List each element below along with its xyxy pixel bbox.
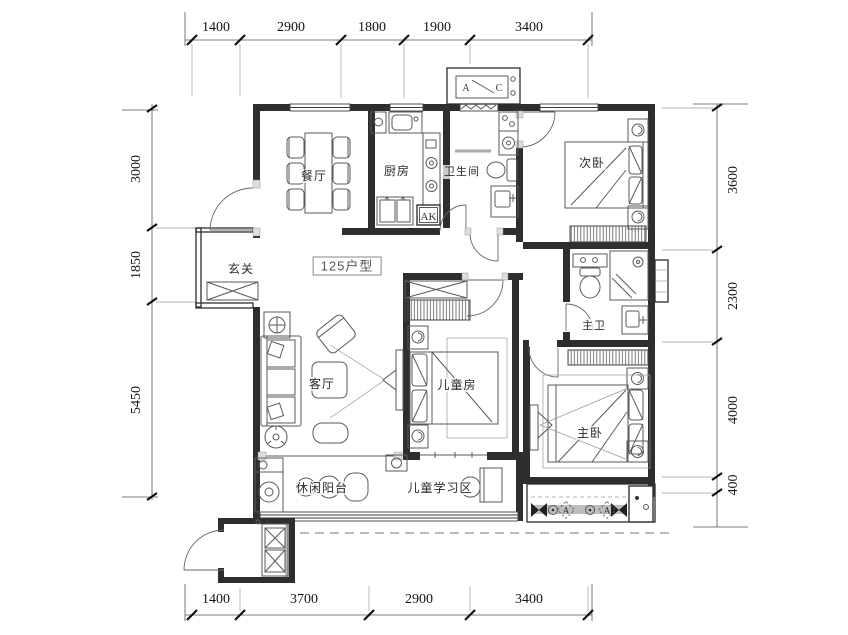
- dim-bottom-4: 3400: [515, 592, 543, 607]
- doors: [209, 110, 594, 378]
- kids-wardrobe: [404, 280, 471, 321]
- balcony-sliding-track: [257, 451, 403, 461]
- washer-balcony: [254, 471, 284, 513]
- pipe-strip: [526, 483, 656, 523]
- toilet-icon-master: [579, 267, 601, 299]
- ac-platform: [446, 67, 521, 105]
- rug: [312, 422, 349, 444]
- floor-lamp: [264, 425, 288, 449]
- kids-bedroom-door: [461, 272, 509, 317]
- dim-left-3: 5450: [129, 386, 144, 414]
- valve-left: [531, 503, 547, 517]
- entry-door: [209, 179, 261, 237]
- kitchen-furniture: [370, 111, 441, 226]
- bathroom-fixtures: [455, 111, 519, 218]
- bath-vanity: [490, 185, 519, 218]
- kids-bedroom-furniture: [407, 325, 508, 449]
- dining-chairs: [286, 136, 351, 211]
- balcony-window-band: [259, 511, 519, 522]
- water-heater: [255, 519, 289, 577]
- master-bathroom-fixtures: [572, 250, 669, 335]
- meter-box: [628, 485, 654, 523]
- washing-machine: [498, 130, 519, 156]
- dim-top-2: 2900: [277, 20, 305, 35]
- unit-type-label: 125户型: [312, 256, 382, 276]
- dim-right-3: 4000: [726, 396, 741, 424]
- dim-top-3: 1800: [358, 20, 386, 35]
- bed: [564, 141, 649, 209]
- dining-window: [289, 103, 351, 112]
- windows: [257, 103, 599, 522]
- entry-shoe-cabinet: [206, 281, 259, 301]
- bathroom-door: [464, 227, 504, 262]
- room-label-dining: 餐厅: [299, 169, 329, 183]
- kitchen-window: [389, 103, 424, 112]
- shower: [609, 250, 649, 301]
- tv-living: [329, 344, 404, 419]
- room-label-living: 客厅: [307, 377, 337, 391]
- wardrobe-second-bedroom: [569, 225, 647, 243]
- dim-right-2: 2300: [726, 282, 741, 310]
- pipe-marker-2: A: [604, 506, 611, 516]
- room-label-entry: 玄关: [226, 262, 256, 276]
- armchair: [316, 314, 356, 354]
- toilet-icon: [486, 158, 518, 182]
- room-label-study-area: 儿童学习区: [406, 481, 474, 495]
- room-label-master-bathroom: 主卫: [581, 319, 607, 333]
- master-bedroom-door: [528, 347, 559, 378]
- tv-master: [529, 387, 629, 461]
- ac-unit-letter-c: C: [496, 83, 503, 94]
- room-label-kids-bedroom: 儿童房: [436, 378, 478, 392]
- second-bedroom-door: [515, 110, 556, 149]
- dim-top-1: 1400: [202, 20, 230, 35]
- pipe-marker-1: A: [563, 506, 570, 516]
- bed-master: [547, 384, 644, 463]
- bed-kids: [409, 351, 499, 425]
- balcony-furniture: [254, 454, 408, 513]
- study-sliding-track: [420, 452, 487, 458]
- study-furniture: [460, 467, 503, 503]
- dim-left-2: 1850: [129, 251, 144, 279]
- dim-top-4: 1900: [423, 20, 451, 35]
- master-vanity: [621, 305, 649, 335]
- dimension-lines: [122, 12, 748, 621]
- master-bedroom-furniture: [529, 349, 651, 469]
- kitchen-door: [439, 204, 467, 232]
- sofa: [260, 335, 302, 427]
- dim-bottom-1: 1400: [202, 592, 230, 607]
- dim-top-5: 3400: [515, 20, 543, 35]
- wardrobe-master: [567, 349, 649, 366]
- dim-bottom-3: 2900: [405, 592, 433, 607]
- room-label-bathroom: 卫生间: [443, 165, 481, 179]
- living-furniture: [260, 311, 404, 449]
- second-bedroom-window: [539, 103, 599, 112]
- room-label-second-bedroom: 次卧: [577, 156, 607, 170]
- dim-bottom-2: 3700: [290, 592, 318, 607]
- dim-right-4: 400: [726, 474, 741, 496]
- flue-label: AK: [421, 211, 437, 223]
- ac-unit-letter-a: A: [462, 83, 470, 94]
- flue-box: [416, 204, 441, 226]
- dim-right-1: 3600: [726, 166, 741, 194]
- room-label-master-bedroom: 主卧: [575, 426, 605, 440]
- bathroom-window: [459, 103, 499, 112]
- valve-right: [611, 503, 627, 517]
- room-label-kitchen: 厨房: [382, 164, 412, 178]
- equipment-closet: [183, 518, 295, 583]
- room-label-balcony: 休闲阳台: [294, 481, 350, 495]
- second-bedroom-furniture: [564, 118, 649, 243]
- dim-left-1: 3000: [129, 155, 144, 183]
- plant-table: [263, 311, 291, 339]
